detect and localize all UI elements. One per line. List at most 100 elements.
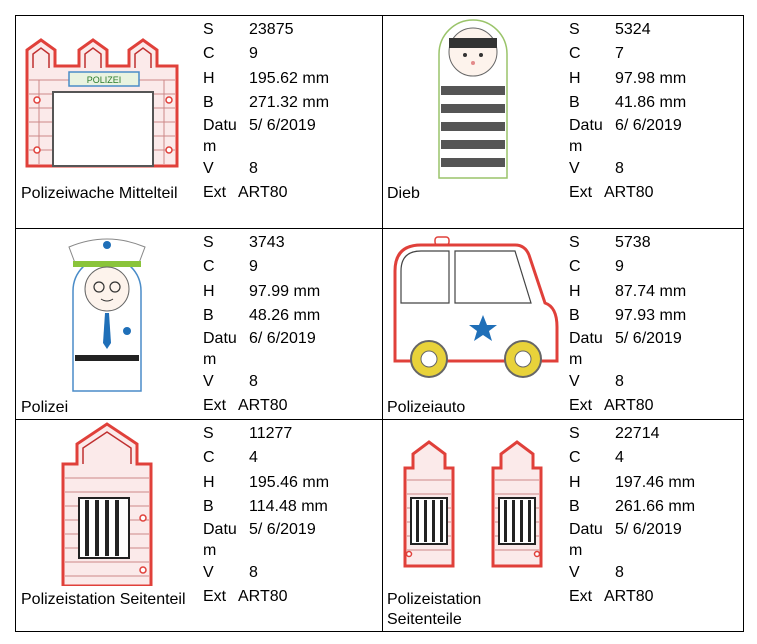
design-name: Polizeistation Seitenteile xyxy=(387,591,482,628)
width-value: 97.93 mm xyxy=(615,306,687,324)
colors-label: C xyxy=(569,258,581,276)
design-name: Dieb xyxy=(387,185,420,202)
design-thumbnail xyxy=(385,422,563,586)
height-value: 87.74 mm xyxy=(615,282,687,300)
stitches-value: 22714 xyxy=(615,425,660,442)
height-label: H xyxy=(203,473,215,491)
design-thumbnail xyxy=(19,422,197,586)
date-label: Datum xyxy=(203,521,237,560)
police-station-front-illustration: POLIZEI xyxy=(19,18,197,182)
width-value: 48.26 mm xyxy=(249,306,321,324)
stitches-label: S xyxy=(569,425,580,442)
stitches-row: S 23875 xyxy=(203,18,379,42)
colors-value: 7 xyxy=(615,45,624,63)
date-value: 5/ 6/2019 xyxy=(249,521,316,539)
design-cell-polizeiwache-mittelteil[interactable]: POLIZEI Polizeiwache Mittelteil S 23875 C… xyxy=(17,16,381,228)
thief-figure-illustration xyxy=(385,18,563,182)
police-station-sides-illustration xyxy=(385,422,563,586)
height-value: 97.99 mm xyxy=(249,282,321,300)
design-thumbnail xyxy=(385,18,563,182)
column-divider xyxy=(382,16,383,631)
stitches-label: S xyxy=(203,425,214,442)
stitches-value: 3743 xyxy=(249,234,285,251)
extension-label: Ext xyxy=(203,397,227,415)
date-label: Datum xyxy=(203,117,237,156)
width-label: B xyxy=(203,497,214,515)
version-label: V xyxy=(569,373,580,391)
date-row: Datum 5/ 6/2019 xyxy=(203,115,379,157)
police-sign-text: POLIZEI xyxy=(87,75,122,85)
version-label: V xyxy=(569,160,580,178)
date-row: Datum 5/ 6/2019 xyxy=(203,519,379,561)
version-value: 8 xyxy=(249,373,258,391)
height-label: H xyxy=(569,69,581,87)
height-label: H xyxy=(203,69,215,87)
row-divider xyxy=(16,419,743,420)
width-label: B xyxy=(203,306,214,324)
version-label: V xyxy=(203,373,214,391)
stitches-value: 5324 xyxy=(615,21,651,38)
stitches-label: S xyxy=(569,234,580,251)
stitches-row: S 3743 xyxy=(203,231,379,255)
design-thumbnail: POLIZEI xyxy=(19,18,197,182)
version-value: 8 xyxy=(249,564,258,582)
width-label: B xyxy=(569,306,580,324)
width-label: B xyxy=(569,497,580,515)
height-row: H 97.99 mm xyxy=(203,280,379,304)
height-label: H xyxy=(203,282,215,300)
height-value: 197.46 mm xyxy=(615,473,696,491)
design-name: Polizeiauto xyxy=(387,399,466,416)
extension-value: ART80 xyxy=(604,184,654,202)
version-value: 8 xyxy=(249,160,258,178)
stitches-label: S xyxy=(203,234,214,251)
extension-label: Ext xyxy=(569,588,593,606)
colors-label: C xyxy=(203,449,215,467)
design-name: Polizei xyxy=(21,399,69,416)
stitches-value: 5738 xyxy=(615,234,651,251)
stitches-value: 11277 xyxy=(249,425,293,442)
date-label: Datum xyxy=(569,330,603,369)
extension-value: ART80 xyxy=(604,588,654,606)
colors-label: C xyxy=(569,45,581,63)
date-value: 5/ 6/2019 xyxy=(249,117,316,135)
stitches-row: S 5738 xyxy=(569,231,745,255)
extension-label: Ext xyxy=(569,184,593,202)
stitches-label: S xyxy=(203,21,214,38)
version-value: 8 xyxy=(615,160,624,178)
colors-label: C xyxy=(569,449,581,467)
version-label: V xyxy=(203,564,214,582)
version-value: 8 xyxy=(615,564,624,582)
extension-label: Ext xyxy=(203,588,227,606)
stitches-value: 23875 xyxy=(249,21,294,38)
width-value: 271.32 mm xyxy=(249,93,330,111)
extension-label: Ext xyxy=(569,397,593,415)
design-name: Polizeiwache Mittelteil xyxy=(21,185,178,202)
